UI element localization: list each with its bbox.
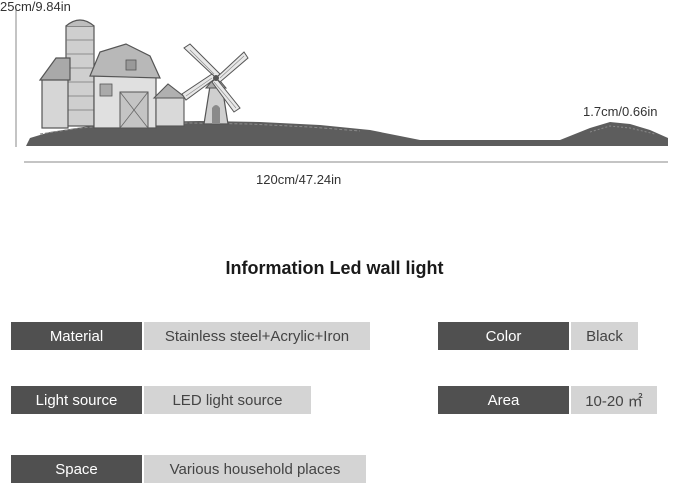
space-value: Various household places — [144, 455, 366, 483]
area-label: Area — [438, 386, 569, 414]
light-source-label: Light source — [11, 386, 142, 414]
space-label: Space — [11, 455, 142, 483]
color-value: Black — [571, 322, 638, 350]
product-image — [15, 8, 668, 163]
ground-silhouette — [26, 121, 668, 146]
hill-texture — [589, 125, 656, 135]
height-dimension-label: 25cm/9.84in — [0, 0, 71, 14]
light-source-value: LED light source — [144, 386, 311, 414]
barn-wing — [41, 77, 69, 129]
silo — [65, 25, 95, 127]
ground-texture — [39, 122, 361, 135]
color-label: Color — [438, 322, 569, 350]
material-value: Stainless steel+Acrylic+Iron — [144, 322, 370, 350]
width-dimension-label: 120cm/47.24in — [256, 172, 342, 187]
material-label: Material — [11, 322, 142, 350]
area-value: 10-20 ㎡ — [571, 386, 657, 414]
depth-dimension-label: 1.7cm/0.66in — [583, 104, 658, 119]
info-title: Information Led wall light — [225, 258, 444, 278]
